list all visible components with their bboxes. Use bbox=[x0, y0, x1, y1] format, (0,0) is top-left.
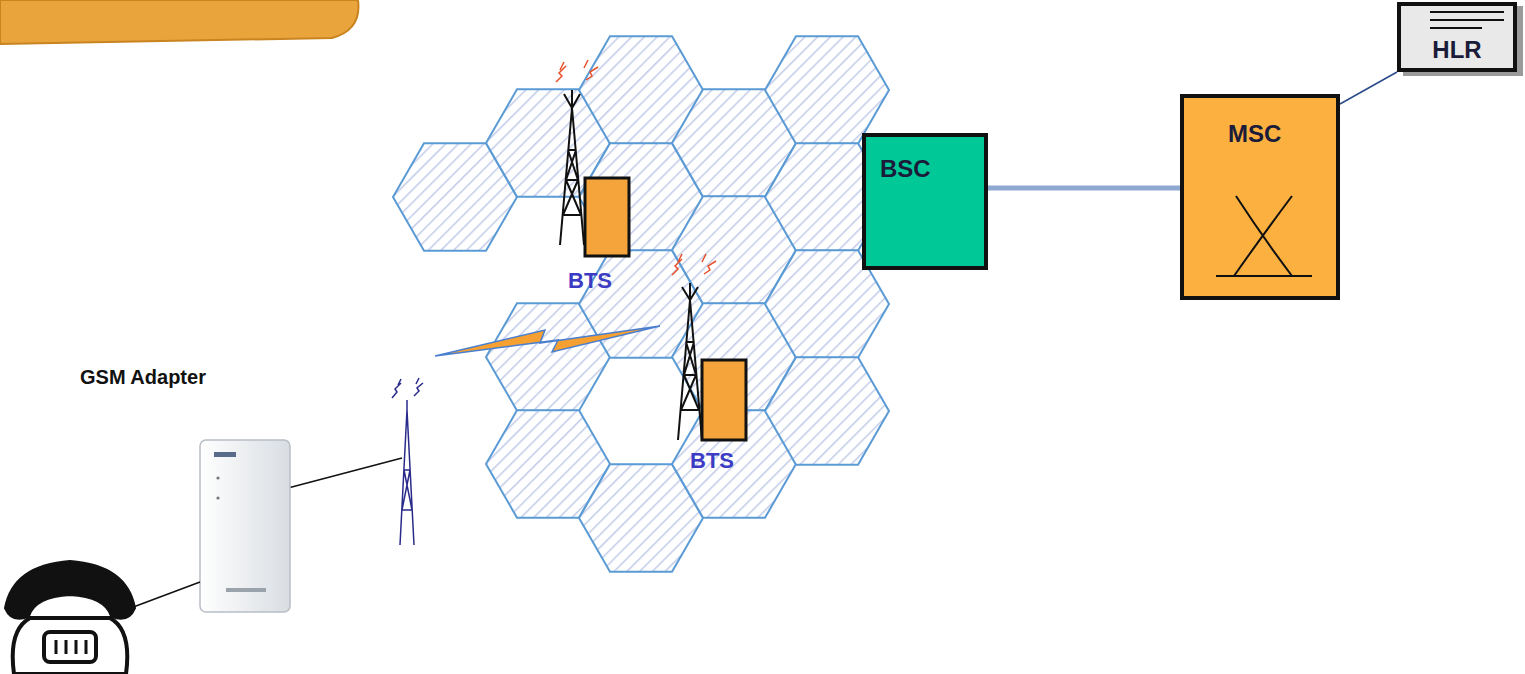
device-label: GSM Adapter bbox=[80, 366, 206, 389]
station-label: BTS bbox=[690, 448, 734, 474]
gsm-adapter-device bbox=[200, 440, 290, 612]
switch-symbol bbox=[1216, 196, 1312, 276]
station-label: BTS bbox=[568, 268, 612, 294]
adapter-antenna bbox=[392, 378, 423, 545]
link-line bbox=[988, 186, 1180, 191]
cell-grid bbox=[393, 36, 889, 571]
telephone bbox=[6, 562, 134, 674]
bts-tower bbox=[672, 254, 746, 440]
corner-tab bbox=[0, 0, 358, 44]
node-label: BSC bbox=[880, 155, 931, 183]
bts-tower bbox=[556, 60, 629, 256]
switch-box: MSC bbox=[1180, 94, 1340, 300]
server-lines bbox=[1430, 12, 1504, 28]
link-line bbox=[1340, 72, 1397, 104]
controller-box: BSC bbox=[862, 133, 988, 270]
adapter-cable bbox=[288, 458, 402, 488]
radio-link bbox=[435, 326, 660, 356]
node-label: MSC bbox=[1228, 120, 1281, 148]
server-box: HLR bbox=[1397, 2, 1517, 72]
node-label: HLR bbox=[1432, 36, 1481, 64]
